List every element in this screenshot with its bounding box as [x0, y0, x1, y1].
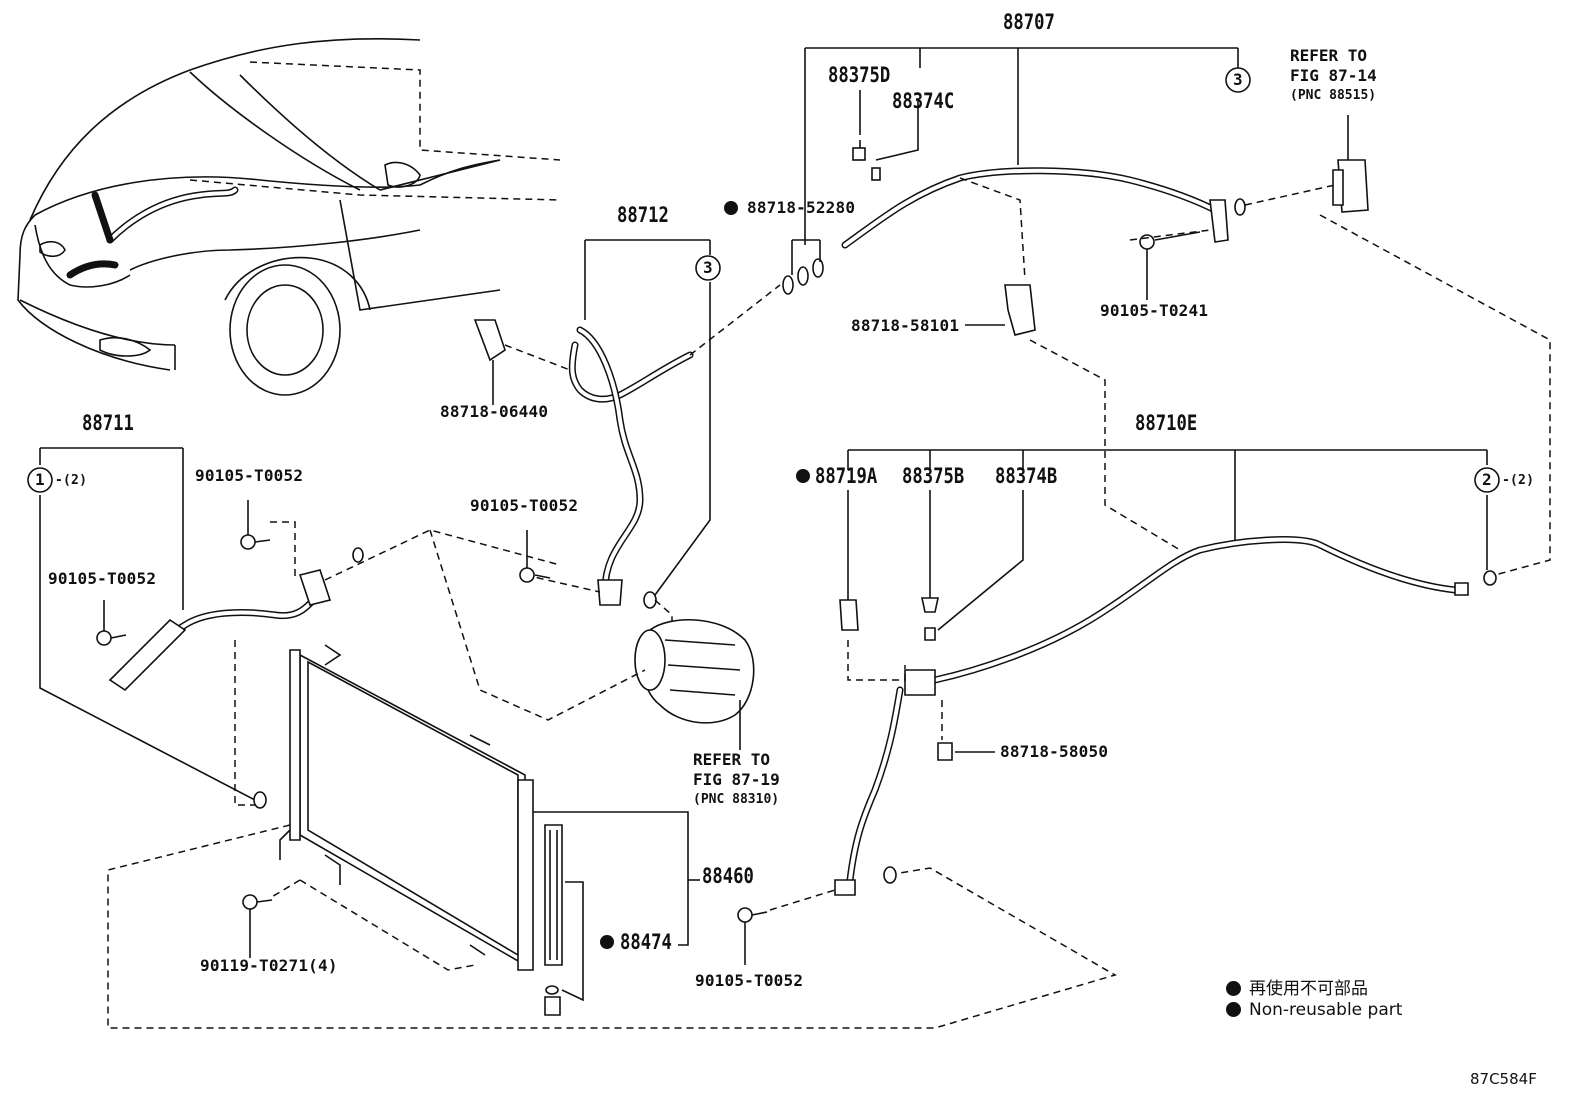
group-label-88460: 88460 [702, 864, 754, 888]
part-label-90105-T0052-bottom: 90105-T0052 [695, 971, 804, 990]
part-label-90105-T0052-top: 90105-T0052 [195, 466, 304, 485]
vehicle-illustration [17, 37, 561, 396]
legend-japanese-text: 再使用不可部品 [1249, 979, 1368, 999]
callout-1: 1 [35, 470, 45, 489]
pipe-88710E [737, 449, 1497, 965]
hose-88712 [473, 239, 781, 690]
reference-line: (PNC 88310) [693, 792, 780, 807]
figure-code: 87C584F [1470, 1070, 1537, 1088]
hose-88711 [39, 447, 646, 809]
group-label-88474: 88474 [620, 930, 672, 954]
hose-88707 [782, 47, 1336, 300]
callout-2: 2 [1482, 470, 1492, 489]
part-label-90105-T0052-left: 90105-T0052 [48, 569, 157, 588]
reference-line: FIG 87-19 [693, 770, 780, 789]
group-label-88711: 88711 [82, 411, 134, 435]
reference-fig-87-14: REFER TO FIG 87-14 (PNC 88515) [1290, 46, 1377, 106]
part-label-88718-06440: 88718-06440 [440, 402, 549, 421]
reference-line: REFER TO [693, 750, 771, 769]
reference-line: FIG 87-14 [1290, 66, 1377, 85]
group-label-88719A: 88719A [815, 464, 878, 488]
part-label-88718-52280: 88718-52280 [747, 198, 856, 217]
part-label-88718-58050: 88718-58050 [1000, 742, 1109, 761]
group-label-88375B: 88375B [902, 464, 965, 488]
callout-circles [27, 67, 1500, 493]
callout-2-quantity: -(2) [1502, 473, 1535, 488]
non-reusable-dot-icon [1226, 1002, 1241, 1017]
non-reusable-dot-icon [1226, 981, 1241, 996]
callout-1-quantity: -(2) [55, 473, 88, 488]
reference-line: (PNC 88515) [1290, 88, 1377, 103]
group-label-88374C: 88374C [892, 89, 955, 113]
reference-line: REFER TO [1290, 46, 1368, 65]
group-label-88374B: 88374B [995, 464, 1058, 488]
legend-japanese: 再使用不可部品 [1226, 974, 1368, 999]
part-label-88718-58101: 88718-58101 [851, 316, 960, 335]
part-label-90105-T0052-mid: 90105-T0052 [470, 496, 579, 515]
legend-english: Non-reusable part [1226, 1000, 1402, 1020]
reference-fig-87-19: REFER TO FIG 87-19 (PNC 88310) [693, 750, 780, 810]
compressor [634, 618, 755, 750]
part-label-90105-T0241: 90105-T0241 [1100, 301, 1209, 320]
clamp-88718-58101 [965, 284, 1181, 551]
group-label-88712: 88712 [617, 203, 669, 227]
part-label-90119-T0271: 90119-T0271(4) [200, 956, 338, 975]
legend-english-text: Non-reusable part [1249, 1000, 1403, 1020]
group-label-88710E: 88710E [1135, 411, 1198, 435]
receiver-tank [1319, 115, 1551, 576]
callout-3-top: 3 [1233, 70, 1243, 89]
callout-3-mid: 3 [703, 258, 713, 277]
condenser [107, 644, 1117, 1029]
group-label-88375D: 88375D [828, 63, 891, 87]
group-label-88707: 88707 [1003, 10, 1055, 34]
non-reusable-marks [600, 201, 810, 949]
